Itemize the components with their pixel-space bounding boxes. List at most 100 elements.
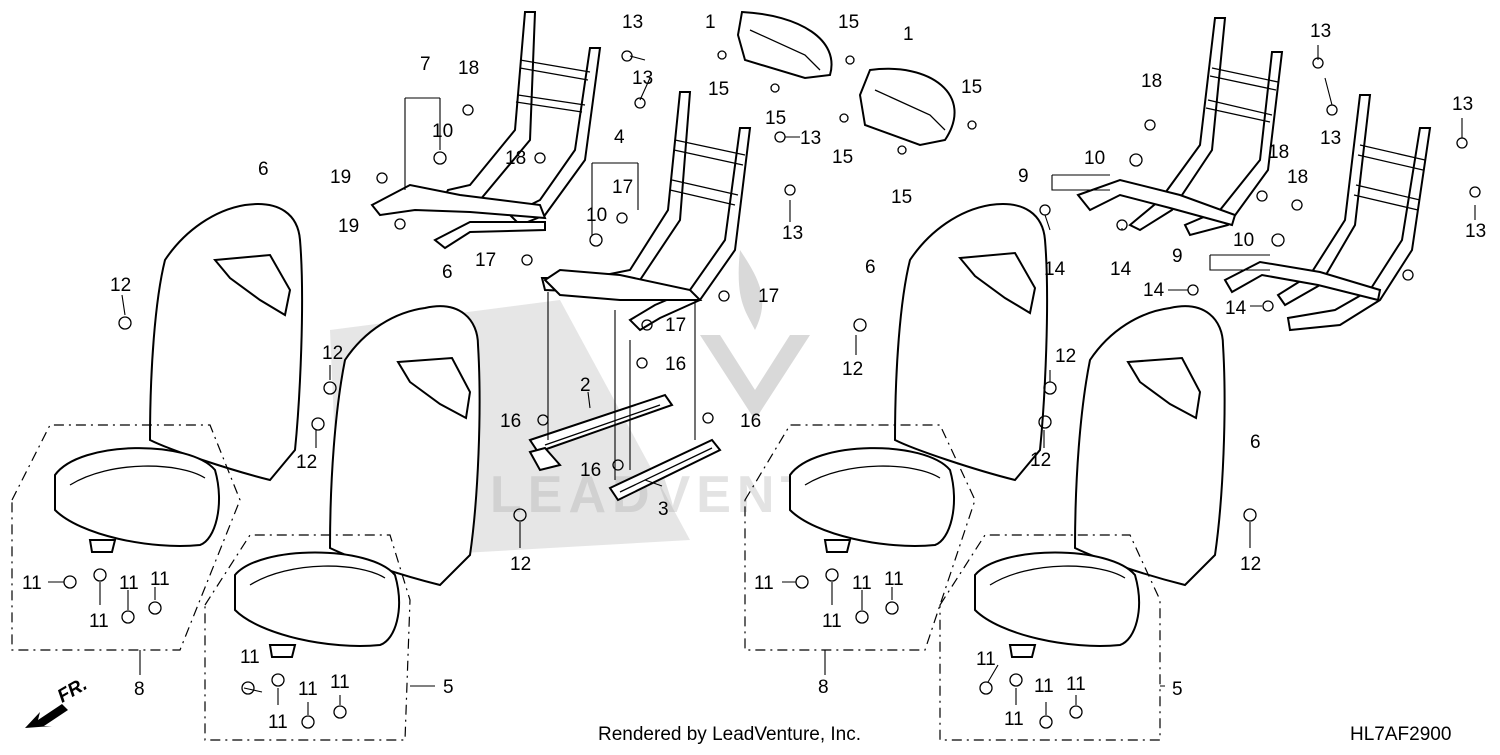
callout-16[interactable]: 16 (580, 460, 601, 481)
callout-17[interactable]: 17 (665, 315, 686, 336)
callout-11[interactable]: 11 (150, 569, 170, 590)
callout-18[interactable]: 18 (505, 148, 526, 169)
callout-12[interactable]: 12 (1030, 450, 1051, 471)
seat-frame-left-rear[interactable] (370, 11, 602, 250)
seat-cushion-left-8[interactable] (54, 447, 221, 553)
callout-13[interactable]: 13 (1320, 128, 1341, 149)
callout-1[interactable]: 1 (903, 24, 914, 45)
seat-cushion-right-5[interactable] (974, 551, 1141, 658)
callout-17[interactable]: 17 (475, 250, 496, 271)
callout-15[interactable]: 15 (961, 77, 982, 98)
callout-13[interactable]: 13 (1452, 94, 1473, 115)
callout-8[interactable]: 8 (134, 679, 145, 700)
callout-18[interactable]: 18 (1268, 142, 1289, 163)
group-box-left-5 (204, 534, 411, 741)
callout-12[interactable]: 12 (1055, 346, 1076, 367)
callout-11[interactable]: 11 (330, 672, 350, 693)
callout-11[interactable]: 11 (822, 611, 842, 632)
callout-18[interactable]: 18 (1287, 167, 1308, 188)
callout-14[interactable]: 14 (1225, 298, 1247, 319)
seat-frame-center[interactable] (540, 91, 752, 332)
front-label: FR. (54, 674, 91, 707)
callout-13[interactable]: 13 (782, 223, 803, 244)
callout-15[interactable]: 15 (891, 187, 912, 208)
callout-11[interactable]: 11 (754, 573, 774, 594)
seat-back-right-1[interactable] (893, 203, 1049, 482)
callout-10[interactable]: 10 (586, 205, 607, 226)
callout-16[interactable]: 16 (740, 411, 761, 432)
callout-12[interactable]: 12 (842, 359, 863, 380)
callout-11[interactable]: 11 (1004, 709, 1024, 730)
callout-5[interactable]: 5 (1172, 679, 1183, 700)
callout-13[interactable]: 13 (622, 12, 643, 33)
callout-9[interactable]: 9 (1172, 246, 1183, 267)
callout-13[interactable]: 13 (1465, 221, 1486, 242)
seat-cushion-left-5[interactable] (234, 551, 401, 658)
seat-rail-outer[interactable] (608, 438, 722, 502)
callout-11[interactable]: 11 (119, 573, 139, 594)
callout-10[interactable]: 10 (1084, 148, 1105, 169)
seat-cover-left[interactable] (736, 10, 833, 80)
seat-cushion-right-8[interactable] (789, 447, 956, 553)
callout-15[interactable]: 15 (765, 108, 786, 129)
callout-12[interactable]: 12 (110, 275, 131, 296)
callout-6[interactable]: 6 (1250, 432, 1261, 453)
callout-10[interactable]: 10 (1233, 230, 1254, 251)
callout-15[interactable]: 15 (708, 79, 729, 100)
callout-14[interactable]: 14 (1044, 259, 1066, 280)
callout-11[interactable]: 11 (884, 569, 904, 590)
callout-11[interactable]: 11 (852, 573, 872, 594)
callout-9[interactable]: 9 (1018, 166, 1029, 187)
callout-2[interactable]: 2 (580, 375, 591, 396)
callout-labels: 1 1 2 3 4 5 5 6 6 6 6 7 8 8 9 9 10 10 10… (22, 12, 1486, 733)
leader-lines (48, 45, 1476, 715)
seat-frame-right-rear[interactable] (1076, 17, 1284, 237)
callout-11[interactable]: 11 (240, 647, 260, 668)
callout-12[interactable]: 12 (1240, 554, 1261, 575)
seat-cover-right[interactable] (858, 67, 956, 147)
callout-16[interactable]: 16 (665, 354, 686, 375)
seat-back-left-1[interactable] (148, 203, 304, 482)
callout-3[interactable]: 3 (658, 499, 669, 520)
callout-6[interactable]: 6 (865, 257, 876, 278)
callout-6[interactable]: 6 (258, 159, 269, 180)
callout-11[interactable]: 11 (22, 573, 42, 594)
callout-11[interactable]: 11 (1034, 676, 1054, 697)
callout-11[interactable]: 11 (1066, 674, 1086, 695)
callout-17[interactable]: 17 (758, 286, 779, 307)
callout-16[interactable]: 16 (500, 411, 521, 432)
callout-15[interactable]: 15 (838, 12, 859, 33)
callout-18[interactable]: 18 (1141, 71, 1162, 92)
callout-18[interactable]: 18 (458, 58, 479, 79)
callout-14[interactable]: 14 (1143, 280, 1165, 301)
callout-15[interactable]: 15 (832, 147, 853, 168)
seat-back-left-2[interactable] (328, 305, 481, 587)
callout-10[interactable]: 10 (432, 121, 453, 142)
callout-6[interactable]: 6 (442, 262, 453, 283)
callout-19[interactable]: 19 (330, 167, 351, 188)
callout-13[interactable]: 13 (800, 128, 821, 149)
seat-rail-inner[interactable] (528, 393, 674, 472)
callout-13[interactable]: 13 (1310, 21, 1331, 42)
callout-5[interactable]: 5 (443, 677, 454, 698)
callout-11[interactable]: 11 (268, 712, 288, 733)
seat-back-right-2[interactable] (1073, 305, 1226, 587)
callout-11[interactable]: 11 (89, 611, 109, 632)
front-direction-marker: FR. (25, 674, 91, 728)
callout-14[interactable]: 14 (1110, 259, 1132, 280)
callout-7[interactable]: 7 (420, 54, 431, 75)
callout-4[interactable]: 4 (614, 127, 625, 148)
callout-11[interactable]: 11 (976, 649, 996, 670)
watermark-logo (700, 335, 810, 420)
callout-12[interactable]: 12 (510, 554, 531, 575)
callout-11[interactable]: 11 (298, 679, 318, 700)
callout-1[interactable]: 1 (705, 12, 716, 33)
callout-8[interactable]: 8 (818, 677, 829, 698)
callout-19[interactable]: 19 (338, 216, 359, 237)
callout-12[interactable]: 12 (322, 343, 343, 364)
diagram-code: HL7AF2900 (1350, 724, 1451, 745)
callout-17[interactable]: 17 (612, 177, 633, 198)
callout-12[interactable]: 12 (296, 452, 317, 473)
seat-frame-right-front[interactable] (1223, 94, 1432, 332)
callout-13[interactable]: 13 (632, 68, 653, 89)
